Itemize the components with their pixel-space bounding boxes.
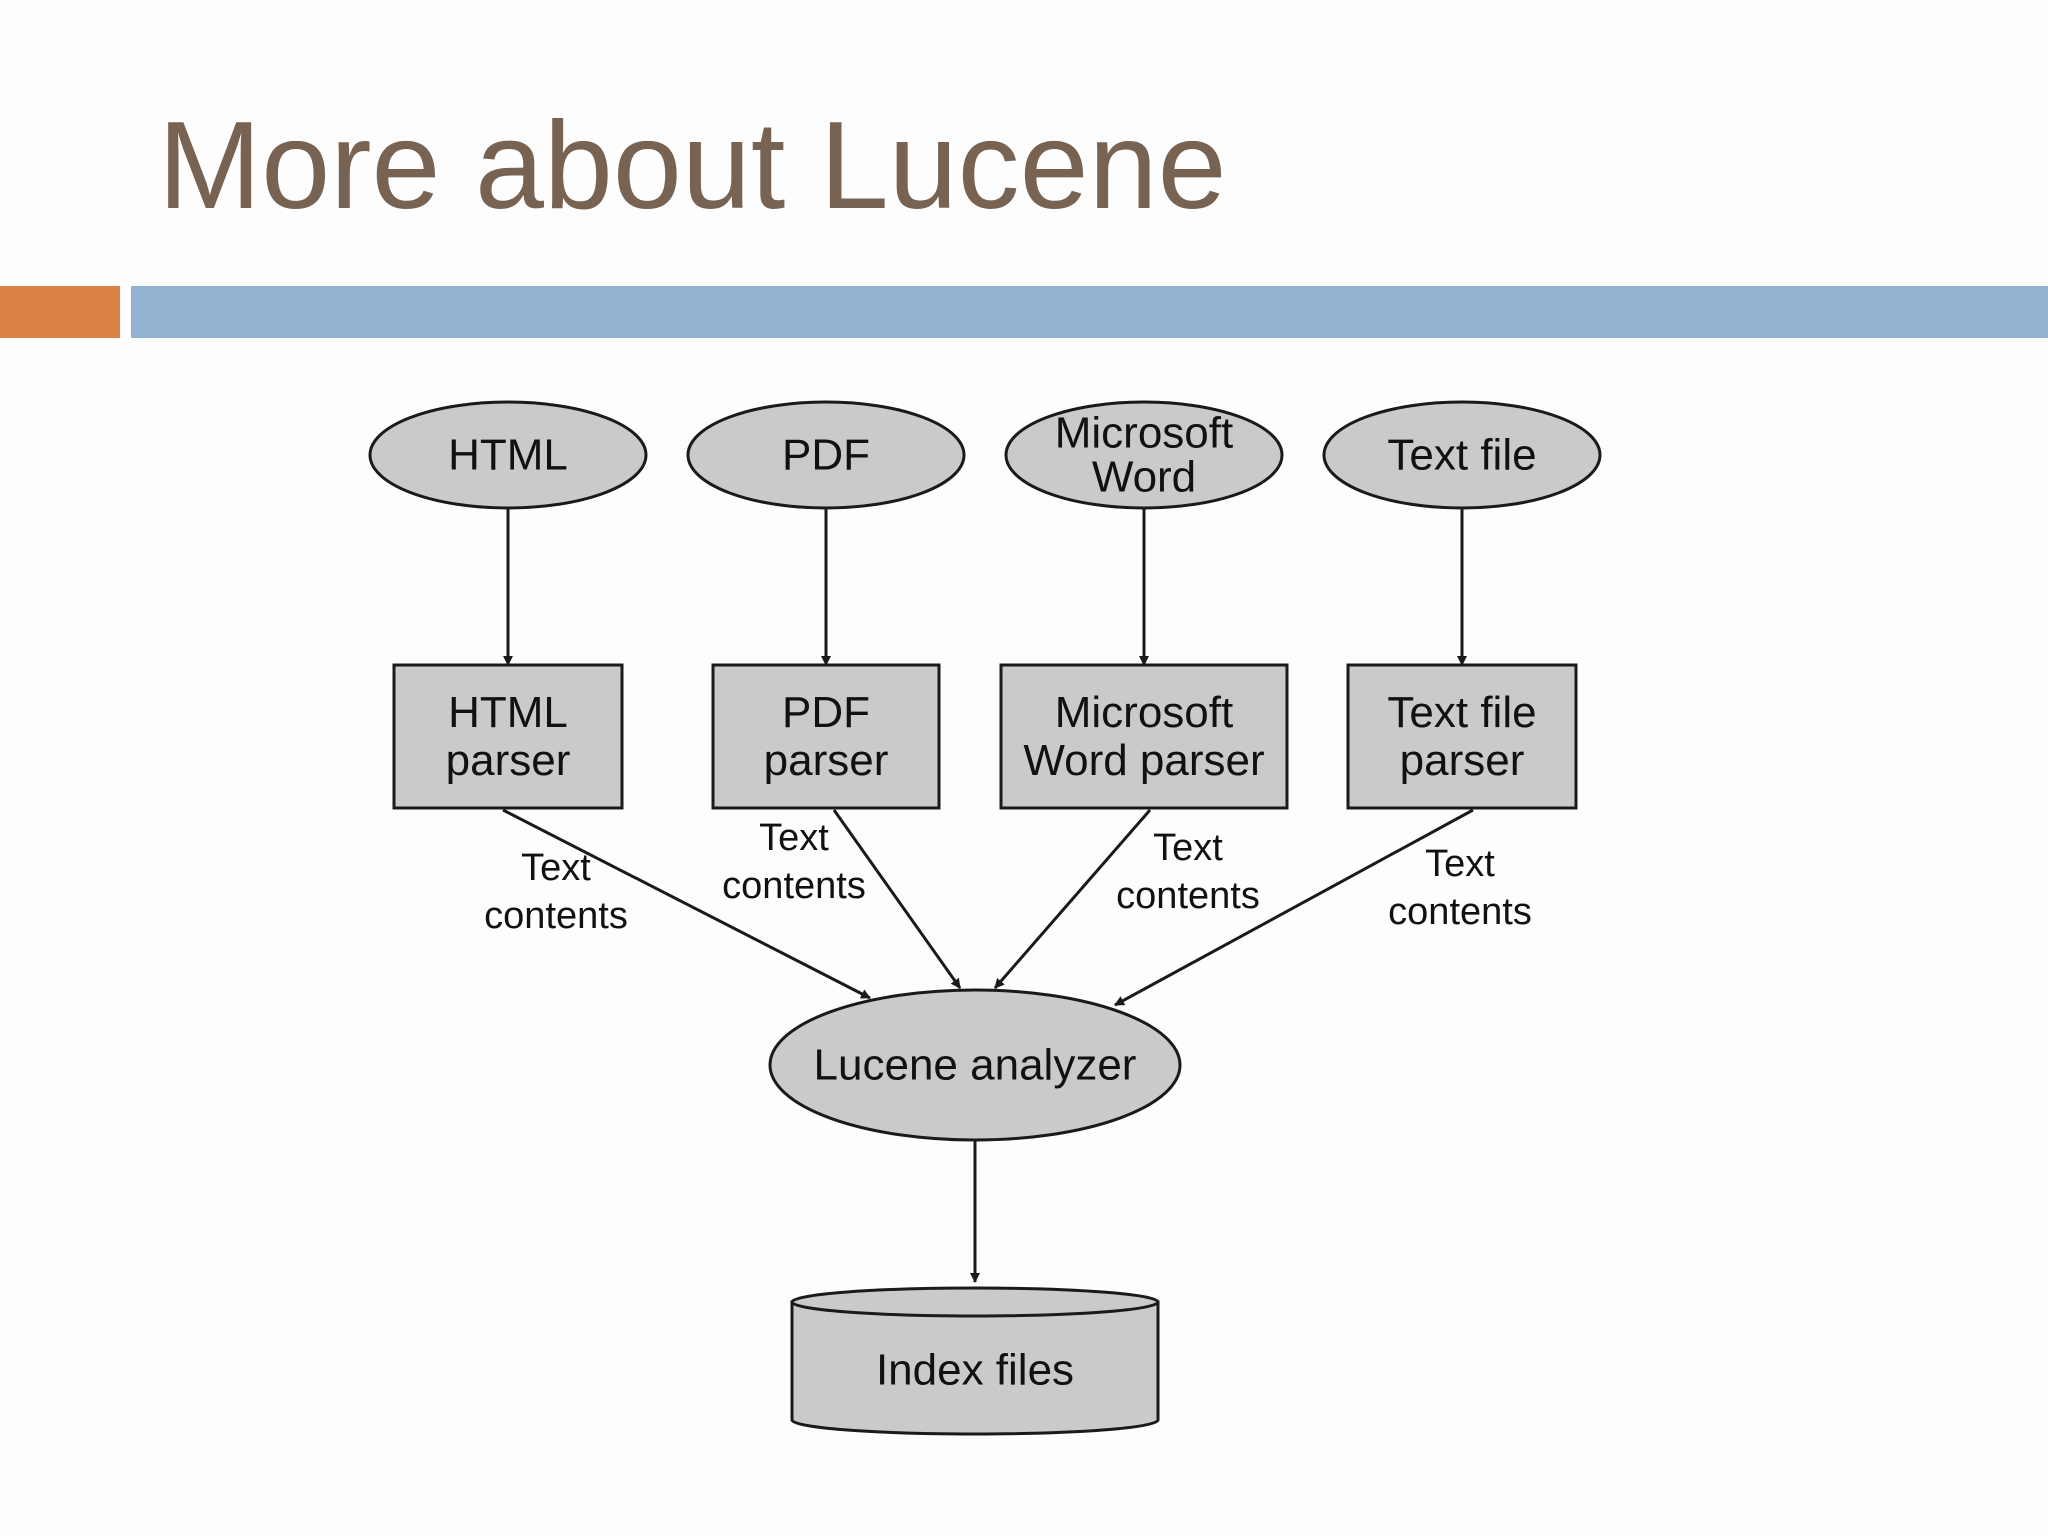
source-label: Text file: [1387, 431, 1536, 480]
edge-label-text: Text: [759, 817, 829, 859]
source-ellipse: [368, 400, 648, 510]
parser-to-analyzer-arrow: [502, 808, 871, 1000]
edge-label: Text contents: [484, 847, 628, 937]
parser-box: [999, 663, 1289, 810]
edge-label-text: Text: [521, 847, 591, 889]
source-node: Text file: [1322, 400, 1602, 510]
source-ellipse: [686, 400, 966, 510]
parser-box: [1346, 663, 1578, 810]
edge-label: Text contents: [1388, 843, 1532, 933]
source-label: Microsoft: [1055, 409, 1233, 458]
source-ellipse: [1004, 400, 1284, 510]
edge-label: Text contents: [722, 817, 866, 907]
source-node: PDF: [686, 400, 966, 510]
source-node: HTML: [368, 400, 648, 510]
parser-to-analyzer-arrow: [1114, 808, 1474, 1007]
edge-label-text: Text: [1425, 843, 1495, 885]
parser-label: parser: [1400, 736, 1525, 785]
analyzer-label: Lucene analyzer: [814, 1041, 1137, 1090]
source-label: Word: [1092, 453, 1196, 502]
parser-label: Text file: [1387, 688, 1536, 737]
parser-label: PDF: [782, 688, 870, 737]
cylinder-top: [790, 1286, 1160, 1318]
parser-box: [392, 663, 624, 810]
parser-label: Microsoft: [1055, 688, 1233, 737]
accent-bar: [0, 286, 120, 338]
analyzer-ellipse: [768, 988, 1182, 1142]
edge-label-text: contents: [1116, 875, 1260, 917]
cylinder-body: [790, 1300, 1160, 1436]
source-ellipse: [1322, 400, 1602, 510]
index-files-node: Index files: [790, 1286, 1160, 1436]
source-label: PDF: [782, 431, 870, 480]
parser-to-analyzer-arrow: [832, 809, 962, 989]
edge-label-text: contents: [722, 865, 866, 907]
parser-label: HTML: [448, 688, 568, 737]
analyzer-node: Lucene analyzer: [768, 988, 1182, 1142]
edge-label-text: Text: [1153, 827, 1223, 869]
index-files-label: Index files: [876, 1346, 1074, 1395]
edge-label-text: contents: [1388, 891, 1532, 933]
parser-label: parser: [446, 736, 571, 785]
slide-title: More about Lucene: [158, 97, 1227, 235]
parser-label: parser: [764, 736, 889, 785]
edge-label: Text contents: [1116, 827, 1260, 917]
parser-to-analyzer-arrow: [993, 809, 1152, 989]
header-bar: [131, 286, 2048, 338]
parser-box: [711, 663, 941, 810]
edge-label-text: contents: [484, 895, 628, 937]
source-label: HTML: [448, 431, 568, 480]
parser-label: Word parser: [1023, 736, 1264, 785]
